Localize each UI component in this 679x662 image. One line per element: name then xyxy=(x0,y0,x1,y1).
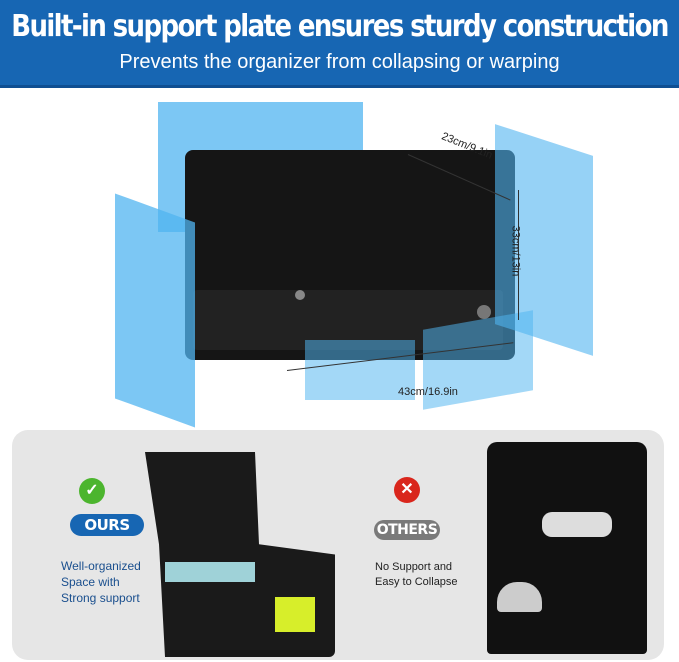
others-description: No Support and Easy to Collapse xyxy=(375,560,458,590)
support-plate-left xyxy=(115,193,195,428)
others-badge: OTHERS xyxy=(374,520,440,540)
ours-description: Well-organized Space with Strong support xyxy=(61,558,141,606)
vent-grommet xyxy=(477,305,491,319)
others-line: Easy to Collapse xyxy=(375,576,458,588)
ours-line: Strong support xyxy=(61,591,140,605)
height-line xyxy=(518,190,519,320)
header-banner: Built-in support plate ensures sturdy co… xyxy=(0,0,679,88)
width-label: 43cm/16.9in xyxy=(398,386,458,398)
x-icon: ✕ xyxy=(394,477,420,503)
others-organizer-image xyxy=(487,442,647,654)
cap xyxy=(497,582,542,612)
ours-badge: OURS xyxy=(70,514,144,536)
height-label: 33cm/13in xyxy=(509,225,522,277)
golf-balls xyxy=(542,512,612,537)
page-subtitle: Prevents the organizer from collapsing o… xyxy=(119,51,560,73)
ours-line: Well-organized xyxy=(61,559,141,573)
others-line: No Support and xyxy=(375,561,453,573)
comparison-panel: ✓ OURS Well-organized Space with Strong … xyxy=(12,430,664,660)
vent-grommet xyxy=(295,290,305,300)
check-icon: ✓ xyxy=(79,478,105,504)
towel xyxy=(165,562,255,582)
page-title: Built-in support plate ensures sturdy co… xyxy=(11,9,669,45)
support-plate-front-left xyxy=(305,340,415,400)
shoes xyxy=(275,597,315,632)
ours-line: Space with xyxy=(61,575,120,589)
ours-organizer-image xyxy=(145,452,335,657)
